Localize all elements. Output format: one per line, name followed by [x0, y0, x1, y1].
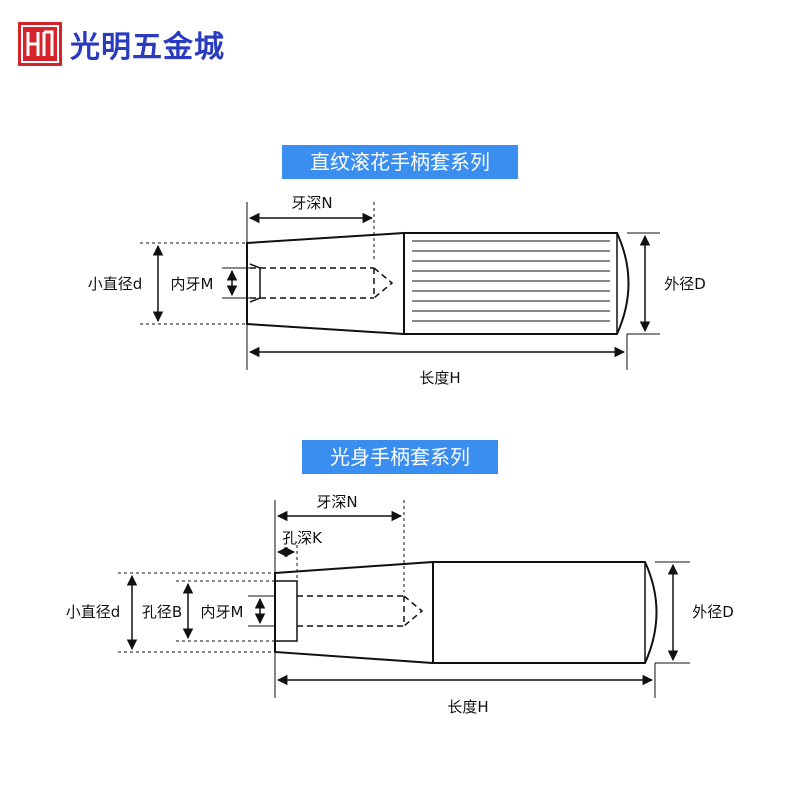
- dimensions-2: [118, 500, 690, 698]
- knurl-lines: [412, 240, 610, 322]
- label-hole-diameter-2: 孔径B: [142, 603, 182, 621]
- thread-hole-2: [297, 595, 424, 627]
- label-hole-depth-2: 孔深K: [282, 529, 323, 547]
- brand-name: 光明五金城: [70, 30, 225, 65]
- dimensions-1: [140, 202, 660, 370]
- label-small-diameter-1: 小直径d: [88, 275, 143, 293]
- handle-body-2: [433, 561, 658, 664]
- knurled-handle-drawing: [246, 231, 630, 336]
- label-outer-diameter-1: 外径D: [664, 275, 706, 293]
- section-title-knurled: 直纹滚花手柄套系列: [282, 145, 518, 179]
- section-title-plain: 光身手柄套系列: [302, 440, 498, 474]
- plain-handle-drawing: [274, 560, 658, 665]
- label-small-diameter-2: 小直径d: [66, 603, 121, 621]
- label-outer-diameter-2: 外径D: [692, 603, 734, 621]
- handle-body: [404, 232, 630, 335]
- label-length-1: 长度H: [419, 369, 460, 387]
- label-thread-depth-2: 牙深N: [316, 493, 357, 511]
- label-inner-thread-2: 内牙M: [201, 603, 244, 621]
- handle-neck: [246, 231, 405, 336]
- label-thread-depth-1: 牙深N: [291, 194, 332, 212]
- handle-neck-2: [274, 560, 434, 665]
- label-inner-thread-1: 内牙M: [171, 275, 214, 293]
- thread-hole: [250, 267, 394, 299]
- counterbore: [274, 580, 298, 642]
- hardware-store-logo-icon: [18, 22, 62, 66]
- brand-logo: 光明五金城: [18, 22, 225, 66]
- label-length-2: 长度H: [447, 698, 488, 716]
